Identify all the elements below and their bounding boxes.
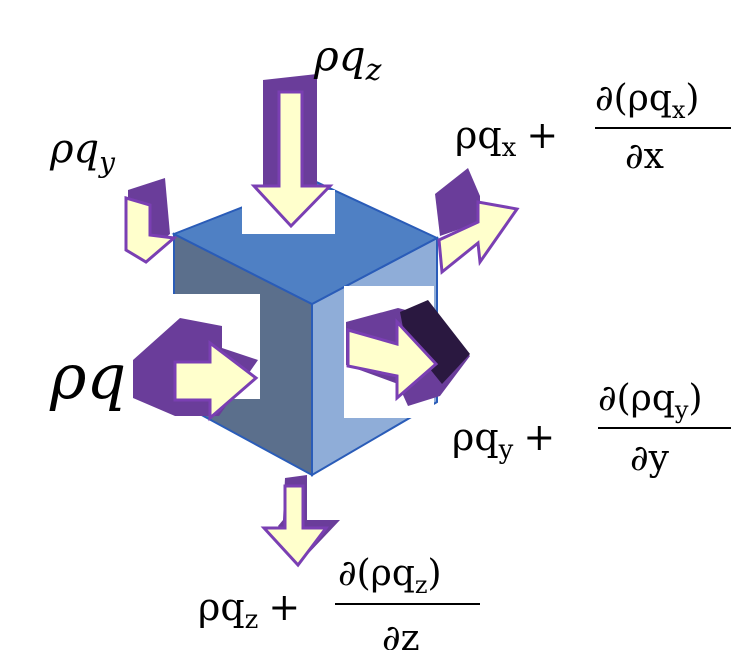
arrow-top-inflow-body (250, 90, 334, 229)
label-left-inflow-y: ρqy (49, 126, 116, 179)
label-bottom-outflow: ρqz+ ∂(ρqz) ∂z (198, 553, 480, 650)
arrow-bottom-outflow (260, 475, 340, 568)
arrow-left-inflow-x (133, 318, 259, 422)
label-left-inflow-x: ρq (49, 340, 126, 413)
arrow-right-outflow-y (346, 300, 470, 406)
arrow-right-outflow-x (435, 168, 520, 275)
arrow-right-outflow-x-body (437, 200, 520, 275)
label-right-outflow-x-term: ρqx+ (455, 113, 558, 163)
label-top-inflow: ρqz (313, 31, 382, 88)
arrow-bottom-outflow-body (260, 484, 330, 568)
arrow-top-inflow (250, 74, 334, 229)
label-bottom-outflow-denominator: ∂z (382, 618, 420, 650)
label-bottom-outflow-numerator: ∂(ρqz) (338, 553, 442, 599)
arrow-right-outflow-x-side (435, 168, 480, 236)
arrow-left-inflow-y (124, 178, 178, 264)
label-right-outflow-y: ρqy+ ∂(ρqy) ∂y (452, 378, 731, 479)
arrow-right-outflow-y-body (346, 318, 439, 402)
label-right-outflow-x-numerator: ∂(ρqx) (595, 78, 699, 124)
label-right-outflow-x-denominator: ∂x (625, 136, 664, 177)
label-right-outflow-y-numerator: ∂(ρqy) (598, 378, 702, 424)
label-right-outflow-y-term: ρqy+ (452, 415, 555, 465)
arrow-right-outflow-y-dark (400, 300, 470, 384)
arrow-left-inflow-x-body (173, 339, 259, 422)
label-right-outflow-y-denominator: ∂y (630, 438, 670, 479)
arrow-left-inflow-y-body (124, 196, 178, 264)
label-bottom-outflow-term: ρqz+ (198, 585, 300, 635)
label-right-outflow-x: ρqx+ ∂(ρqx) ∂x (455, 78, 731, 177)
